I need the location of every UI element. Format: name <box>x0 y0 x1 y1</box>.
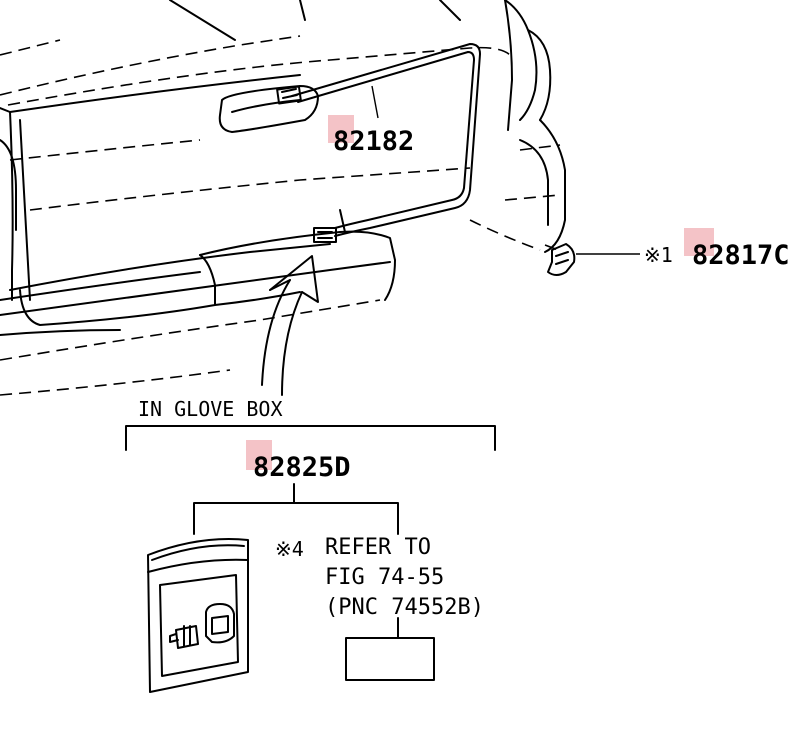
tailgate-outline <box>0 0 566 396</box>
reference-line-3: (PNC 74552B) <box>325 595 484 620</box>
clamp-82817c-icon <box>544 243 640 276</box>
highlight-82825d <box>246 440 272 470</box>
kit-bag-icon <box>147 538 249 693</box>
kit-note-marker: ※4 <box>275 537 304 561</box>
reference-line-2[interactable]: FIG 74-55 <box>325 565 444 590</box>
highlight-82817c <box>684 228 714 256</box>
wire-harness-82182 <box>276 43 481 243</box>
glove-box-label: IN GLOVE BOX <box>138 397 283 421</box>
highlight-82182 <box>328 115 354 143</box>
pointer-arrow <box>261 255 319 396</box>
part-number-82825d[interactable]: 82825D <box>253 452 351 483</box>
reference-box <box>345 617 435 681</box>
kit-tree-lines <box>193 483 399 535</box>
part-number-82817c[interactable]: 82817C <box>692 240 790 271</box>
glove-box-bracket <box>125 425 496 451</box>
reference-line-1: REFER TO <box>325 535 431 560</box>
part-number-82182[interactable]: 82182 <box>333 126 414 157</box>
clamp-note-marker: ※1 <box>644 243 673 267</box>
